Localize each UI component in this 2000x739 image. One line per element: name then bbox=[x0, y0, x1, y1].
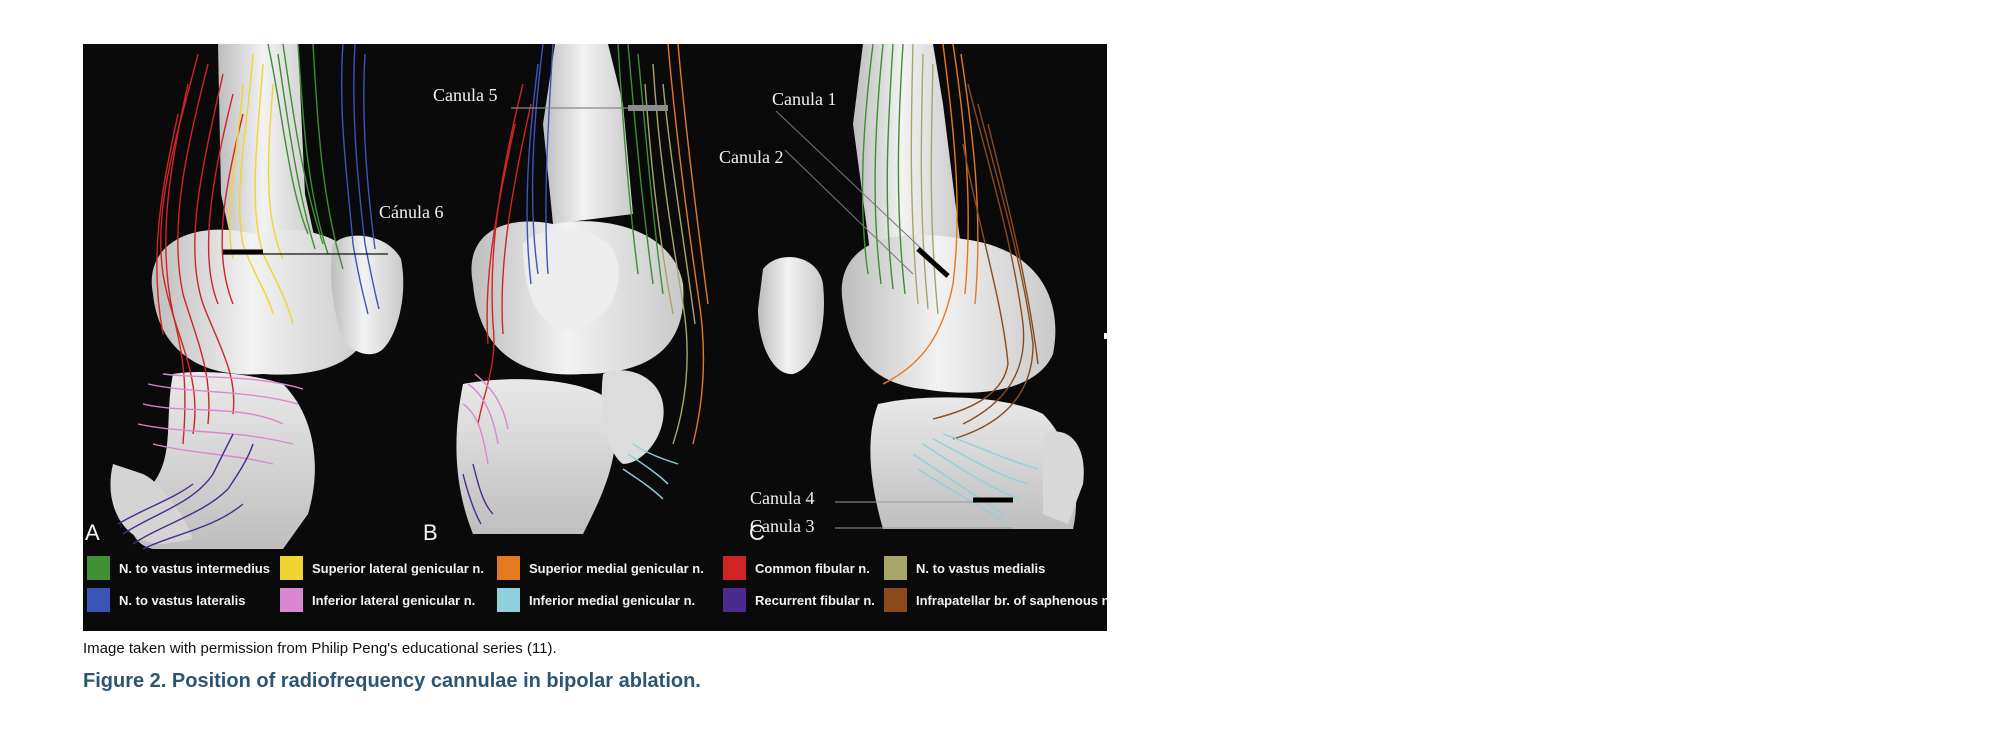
panel-label-b: B bbox=[423, 520, 438, 545]
figure-edge-mark bbox=[1104, 333, 1108, 339]
anatomy-figure: Canula 5 Cánula 6 Canula 1 Canula 2 Canu… bbox=[83, 44, 1107, 631]
legend-swatch bbox=[87, 588, 110, 612]
legend-swatch bbox=[723, 588, 746, 612]
legend-label: N. to vastus lateralis bbox=[119, 592, 246, 608]
cannula-lines bbox=[223, 105, 1013, 529]
cannula-2-label: Canula 2 bbox=[719, 147, 784, 167]
legend-item: Infrapatellar br. of saphenous n. bbox=[884, 587, 1107, 613]
legend-item: N. to vastus medialis bbox=[884, 555, 1045, 581]
panel-b-nerves bbox=[462, 44, 709, 525]
cannula-6-label: Cánula 6 bbox=[379, 202, 444, 222]
legend-item: Inferior medial genicular n. bbox=[497, 587, 695, 613]
legend-item: Superior medial genicular n. bbox=[497, 555, 704, 581]
legend-item: N. to vastus lateralis bbox=[87, 587, 245, 613]
legend-swatch bbox=[280, 588, 303, 612]
legend-swatch bbox=[497, 556, 520, 580]
cannula-4-label: Canula 4 bbox=[750, 488, 815, 508]
figure-caption: Figure 2. Position of radiofrequency can… bbox=[83, 670, 701, 692]
legend-label: Inferior lateral genicular n. bbox=[312, 592, 476, 608]
legend-swatch bbox=[87, 556, 110, 580]
image-credit: Image taken with permission from Philip … bbox=[83, 640, 557, 657]
legend-label: Infrapatellar br. of saphenous n. bbox=[916, 592, 1107, 608]
legend-label: Inferior medial genicular n. bbox=[529, 592, 696, 608]
legend-swatch bbox=[884, 556, 907, 580]
legend-item: Superior lateral genicular n. bbox=[280, 555, 484, 581]
cannula-3-label: Canula 3 bbox=[750, 516, 815, 536]
legend-label: N. to vastus intermedius bbox=[119, 560, 270, 576]
legend-label: Recurrent fibular n. bbox=[755, 592, 875, 608]
panel-c-nerves bbox=[861, 44, 1039, 525]
cannula-5-label: Canula 5 bbox=[433, 85, 498, 105]
panel-c-bones bbox=[758, 44, 1084, 529]
panel-a-bones bbox=[110, 44, 404, 549]
legend-item: Common fibular n. bbox=[723, 555, 870, 581]
nerve-legend: N. to vastus intermedius Superior latera… bbox=[87, 553, 1107, 627]
cannula-1-label: Canula 1 bbox=[772, 89, 837, 109]
legend-item: N. to vastus intermedius bbox=[87, 555, 270, 581]
legend-swatch bbox=[884, 588, 907, 612]
legend-label: Common fibular n. bbox=[755, 560, 870, 576]
legend-swatch bbox=[497, 588, 520, 612]
legend-swatch bbox=[723, 556, 746, 580]
legend-label: Superior medial genicular n. bbox=[529, 560, 704, 576]
legend-label: N. to vastus medialis bbox=[916, 560, 1046, 576]
knee-nerve-illustration bbox=[110, 44, 1084, 550]
panel-label-a: A bbox=[85, 520, 100, 545]
panel-a-nerves bbox=[117, 44, 380, 550]
legend-item: Recurrent fibular n. bbox=[723, 587, 875, 613]
legend-label: Superior lateral genicular n. bbox=[312, 560, 484, 576]
legend-item: Inferior lateral genicular n. bbox=[280, 587, 475, 613]
panel-label-c: C bbox=[749, 520, 765, 545]
legend-swatch bbox=[280, 556, 303, 580]
panel-b-bones bbox=[456, 44, 684, 534]
